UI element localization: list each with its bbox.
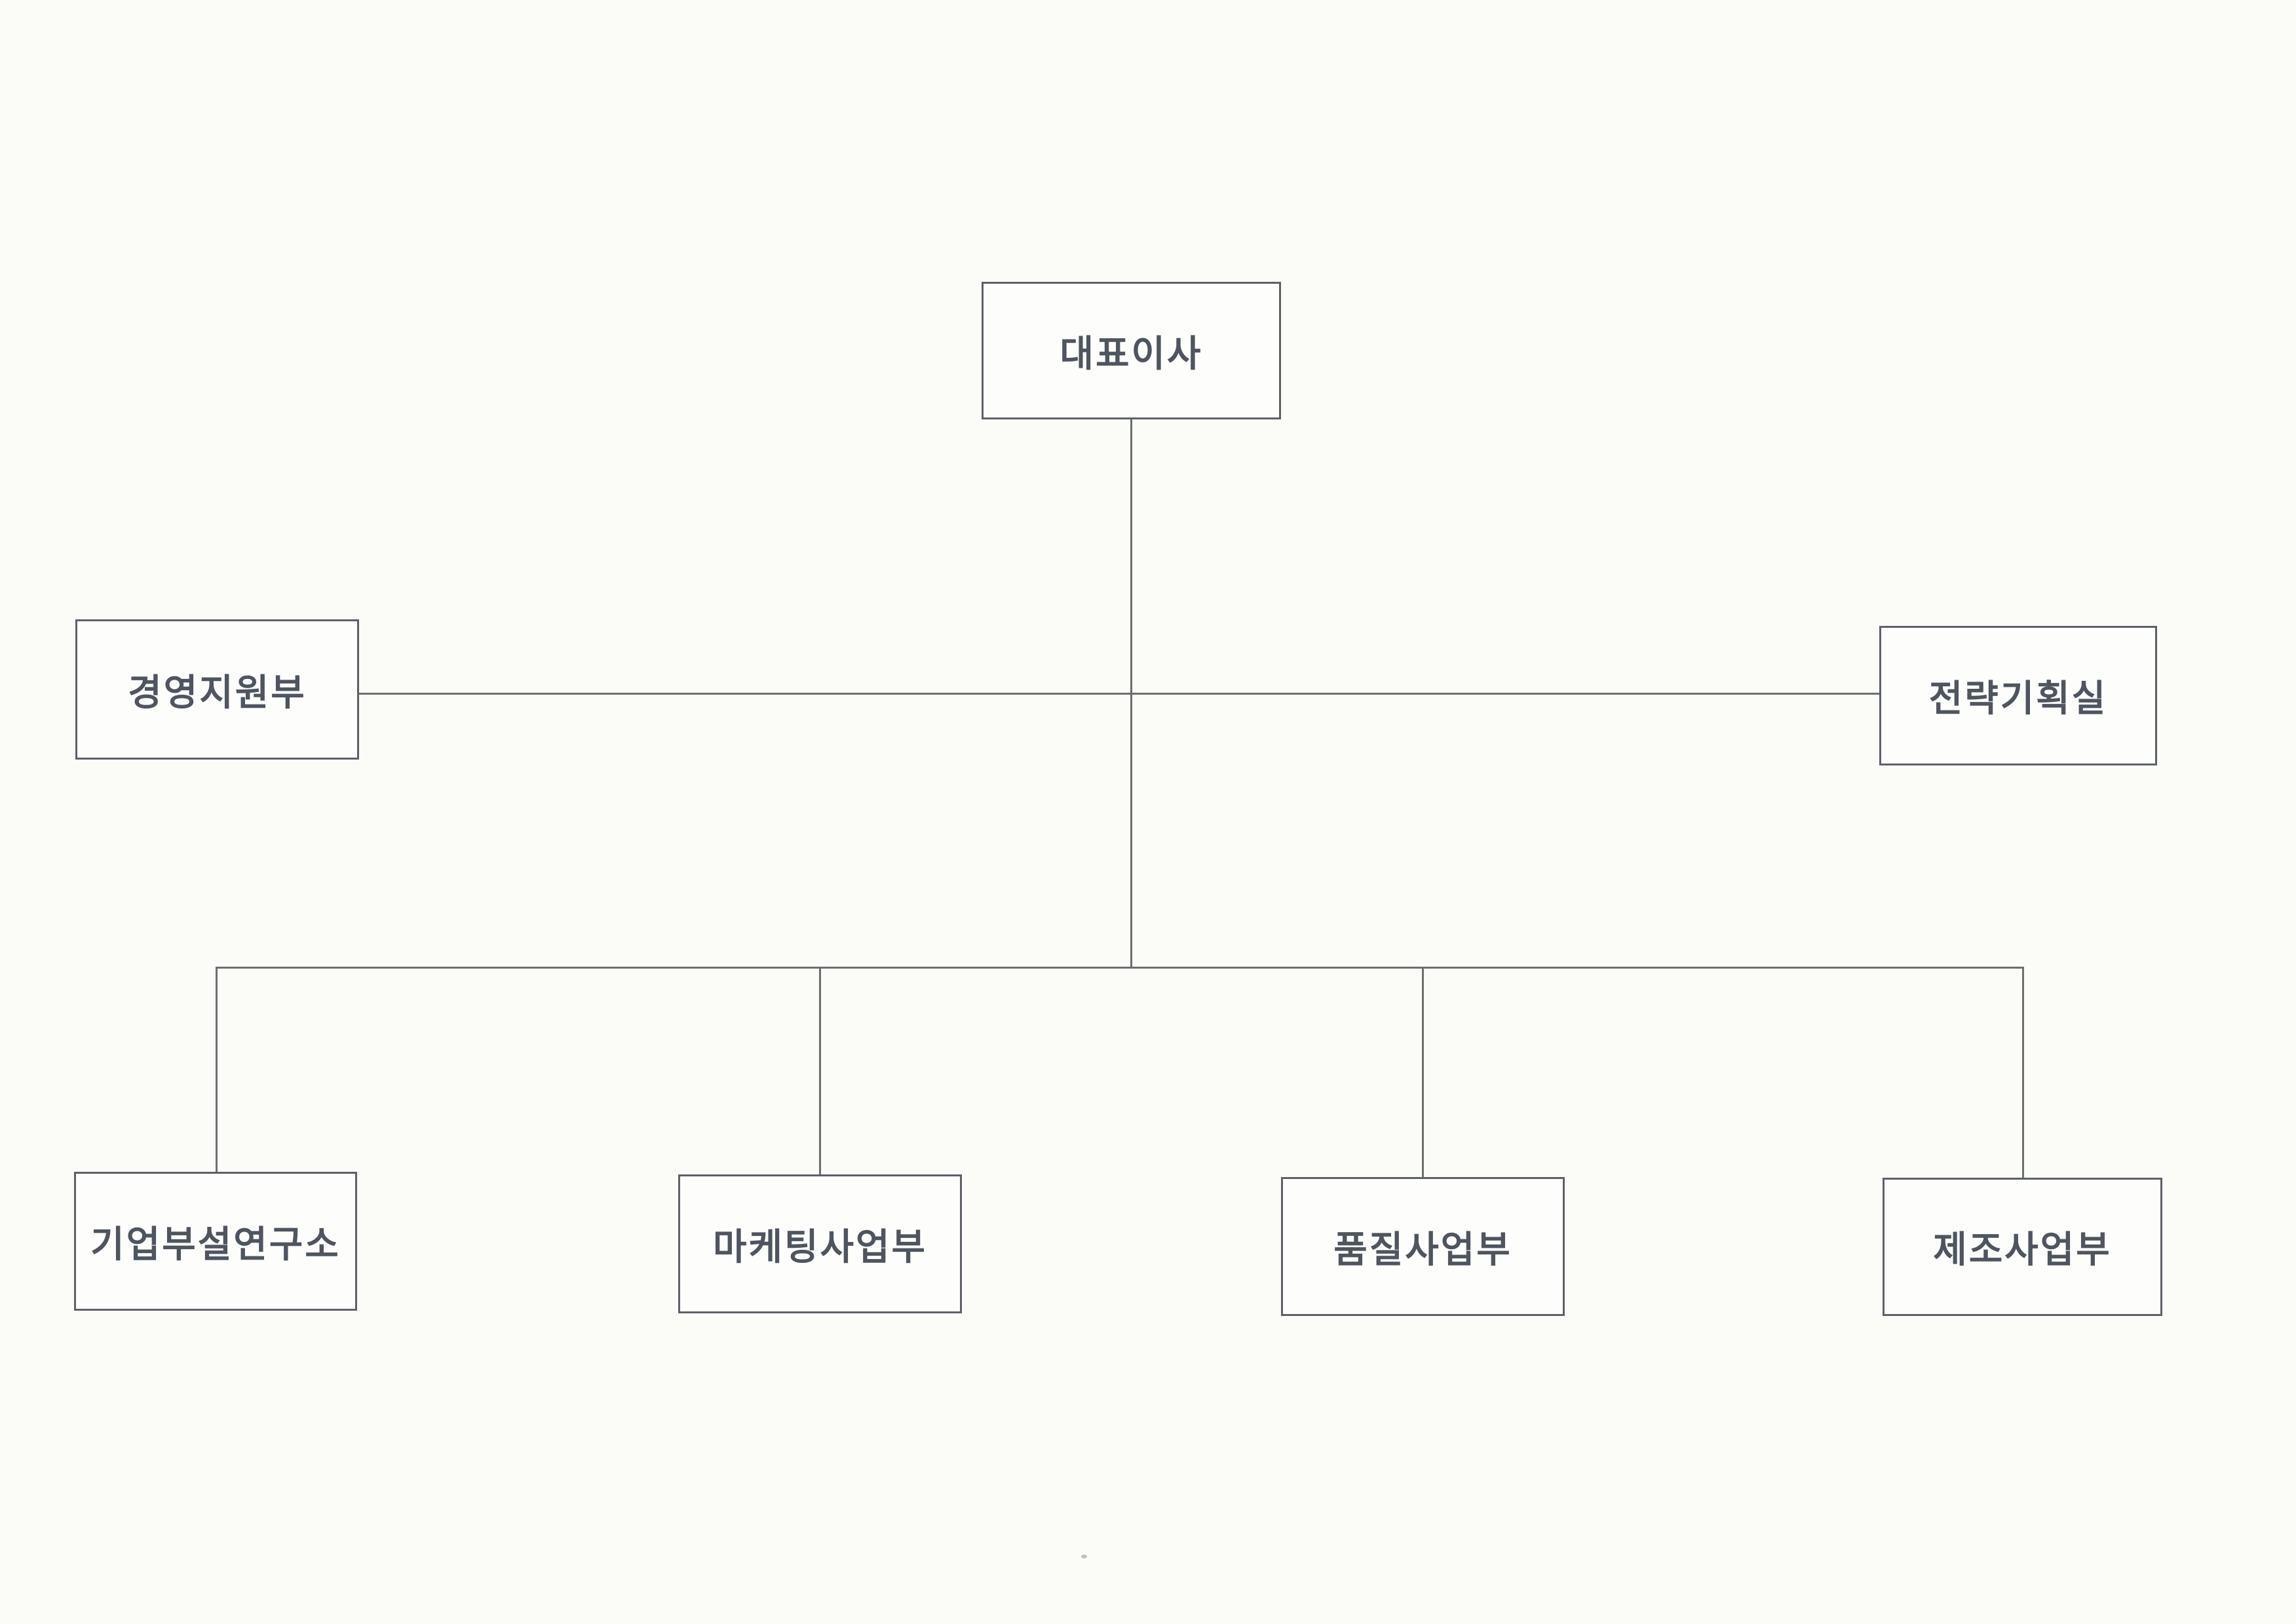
connector-drop-manufacturing-division (2022, 967, 2024, 1179)
org-node-management-support: 경영지원부 (75, 619, 359, 760)
scan-speck (1081, 1555, 1087, 1558)
org-node-strategic-planning: 전략기획실 (1879, 626, 2157, 765)
org-node-marketing-division: 마케팅사업부 (678, 1174, 962, 1313)
org-node-management-support-label: 경영지원부 (128, 671, 307, 713)
connector-staff-crossbar (359, 693, 1879, 695)
connector-drop-research-institute (216, 967, 218, 1173)
org-node-strategic-planning-label: 전략기획실 (1928, 678, 2108, 719)
connector-drop-quality-division (1422, 967, 1424, 1178)
org-node-manufacturing-division-label: 제조사업부 (1933, 1229, 2112, 1270)
connector-departments-bus (216, 967, 2024, 969)
connector-drop-marketing-division (819, 967, 821, 1176)
org-node-research-institute-label: 기업부설연구소 (90, 1223, 341, 1265)
org-node-ceo-label: 대표이사 (1060, 332, 1203, 374)
org-node-quality-division-label: 품질사업부 (1333, 1228, 1512, 1270)
org-node-manufacturing-division: 제조사업부 (1883, 1178, 2162, 1316)
org-node-ceo: 대표이사 (982, 282, 1281, 419)
org-node-research-institute: 기업부설연구소 (74, 1172, 357, 1311)
org-node-marketing-division-label: 마케팅사업부 (712, 1226, 928, 1267)
org-node-quality-division: 품질사업부 (1281, 1177, 1565, 1316)
